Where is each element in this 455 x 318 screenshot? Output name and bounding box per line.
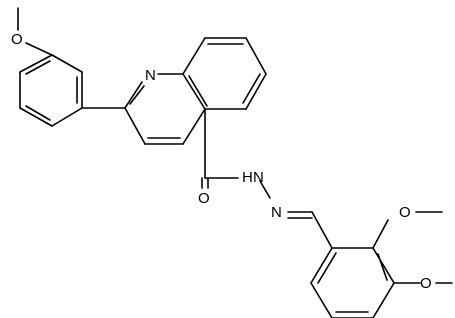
atom-n-imine: N: [271, 204, 282, 221]
phenyl-ring-left: [19, 54, 83, 127]
phenyl-ring-right: [310, 247, 395, 318]
quinoline-pyridine-ring: [124, 73, 206, 145]
bond-o-aryl: [25, 42, 53, 56]
atom-n-quinoline: N: [145, 67, 156, 84]
atom-o-methoxy-2: O: [399, 204, 411, 221]
bond-ring-o2: [372, 219, 389, 249]
bond-ch-ring: [311, 211, 333, 249]
atom-h-hydrazide: H: [242, 169, 253, 186]
atom-o-methoxy-phenyl: O: [11, 31, 23, 48]
atom-o-carbonyl: O: [198, 190, 210, 207]
bond-n-n: [259, 180, 271, 199]
bond-layer: [17, 7, 453, 318]
atom-o-methoxy-3: O: [420, 275, 432, 292]
quinoline-benzo-ring: [182, 37, 267, 110]
atom-label-layer: O N O H N N O O: [11, 31, 432, 292]
atom-n-hydrazide: N: [253, 169, 264, 186]
